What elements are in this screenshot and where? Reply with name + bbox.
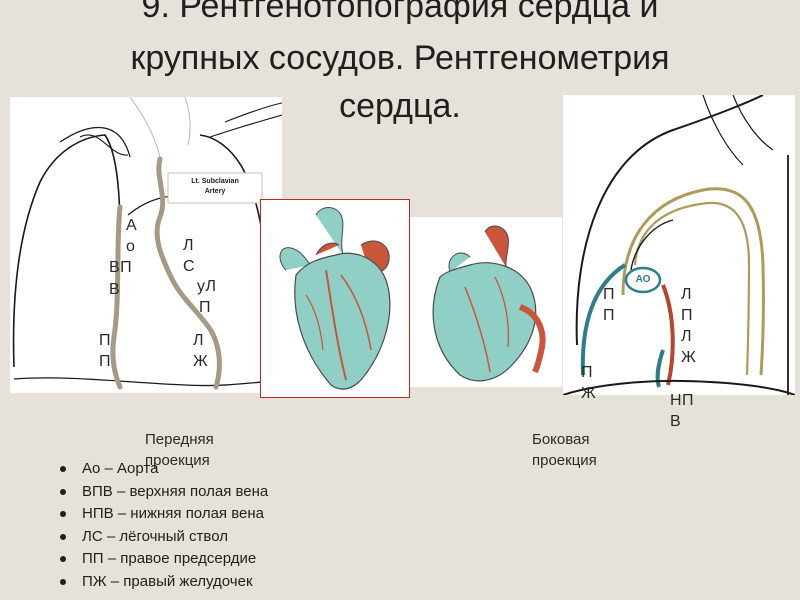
label-ls-2: С — [183, 258, 196, 275]
title-line-3: сердца. — [339, 87, 461, 125]
label-vpv-2: В — [109, 281, 121, 298]
lat-label-lplzh-4: Ж — [681, 349, 697, 366]
lat-label-npv-1: НП — [670, 392, 695, 409]
lateral-projection-diagram: АО — [563, 95, 795, 395]
subclavian-line-1: Lt. Subclavian — [191, 178, 239, 185]
legend-item-text: НПВ – нижняя полая вена — [82, 505, 264, 522]
lateral-outline-drawing — [563, 95, 795, 395]
ao-oval-label: АО — [635, 274, 651, 285]
label-ls-1: Л — [183, 237, 194, 254]
legend-item-text: ПП – правое предсердие — [82, 550, 257, 567]
heart-illustration-lateral — [410, 217, 562, 387]
legend-item-text: ЛС – лёгочный ствол — [82, 527, 228, 545]
bullet-icon — [60, 466, 66, 472]
legend-item: ПП – правое предсердие — [60, 548, 268, 571]
anterior-caption-line-1: Передняя — [145, 431, 214, 448]
lat-label-pzh-1: П — [581, 364, 593, 381]
legend-item: Ао – Аорта — [60, 458, 268, 481]
label-lzh-1: Л — [193, 332, 204, 349]
label-pp-1: П — [99, 332, 111, 349]
legend-item-text: Ао – Аорта — [82, 460, 159, 477]
lat-label-npv-2: В — [670, 413, 682, 430]
anterior-projection-diagram: Lt. Subclavian Artery — [10, 97, 282, 393]
label-lzh-2: Ж — [193, 353, 209, 370]
label-vpv-1: ВП — [109, 259, 133, 276]
bullet-icon — [60, 533, 66, 540]
lat-label-lplzh-3: Л — [681, 328, 692, 345]
lat-label-pzh-2: Ж — [581, 385, 597, 402]
lat-label-lplzh-1: Л — [681, 286, 692, 303]
bullet-icon — [60, 556, 66, 562]
bullet-icon — [60, 488, 66, 495]
anterior-caption-line-2: проекция — [145, 452, 210, 469]
label-ao-2: о — [126, 238, 136, 255]
anterior-caption: Передняя проекция — [145, 429, 214, 471]
heart-anterior-drawing — [279, 207, 391, 390]
lateral-caption-line-2: проекция — [532, 452, 597, 469]
legend-item-text: ПЖ – правый желудочек — [82, 572, 253, 590]
heart-lateral-drawing — [432, 225, 546, 382]
bullet-icon — [60, 578, 66, 585]
lateral-caption-line-1: Боковая — [532, 431, 590, 448]
label-ulp-1: уЛ — [197, 278, 217, 295]
lat-label-lplzh-2: П — [681, 307, 693, 324]
legend-item: ВПВ – верхняя полая вена — [60, 481, 268, 504]
lateral-caption: Боковая проекция — [532, 429, 597, 471]
heart-illustration-anterior — [260, 199, 410, 398]
legend-item: ПЖ – правый желудочек — [60, 571, 268, 594]
anterior-outline-drawing — [12, 97, 282, 390]
legend-item: НПВ – нижняя полая вена — [60, 503, 268, 526]
label-pp-2: П — [99, 353, 111, 370]
label-ao-1: А — [126, 217, 138, 234]
legend-item: ЛС – лёгочный ствол — [60, 526, 268, 549]
label-ulp-2: П — [199, 299, 211, 316]
lat-label-pp-2: П — [603, 307, 615, 324]
title-line-2: крупных сосудов. Рентгенометрия — [130, 39, 670, 77]
lat-label-pp-1: П — [603, 286, 615, 303]
bullet-icon — [60, 511, 66, 517]
subclavian-line-2: Artery — [204, 188, 226, 195]
abbreviation-legend: Ао – Аорта ВПВ – верхняя полая вена НПВ … — [60, 458, 268, 593]
title-line-1: 9. Рентгенотопография сердца и — [141, 0, 659, 25]
subclavian-artery-label: Lt. Subclavian Artery — [170, 177, 260, 197]
legend-item-text: ВПВ – верхняя полая вена — [82, 482, 269, 500]
